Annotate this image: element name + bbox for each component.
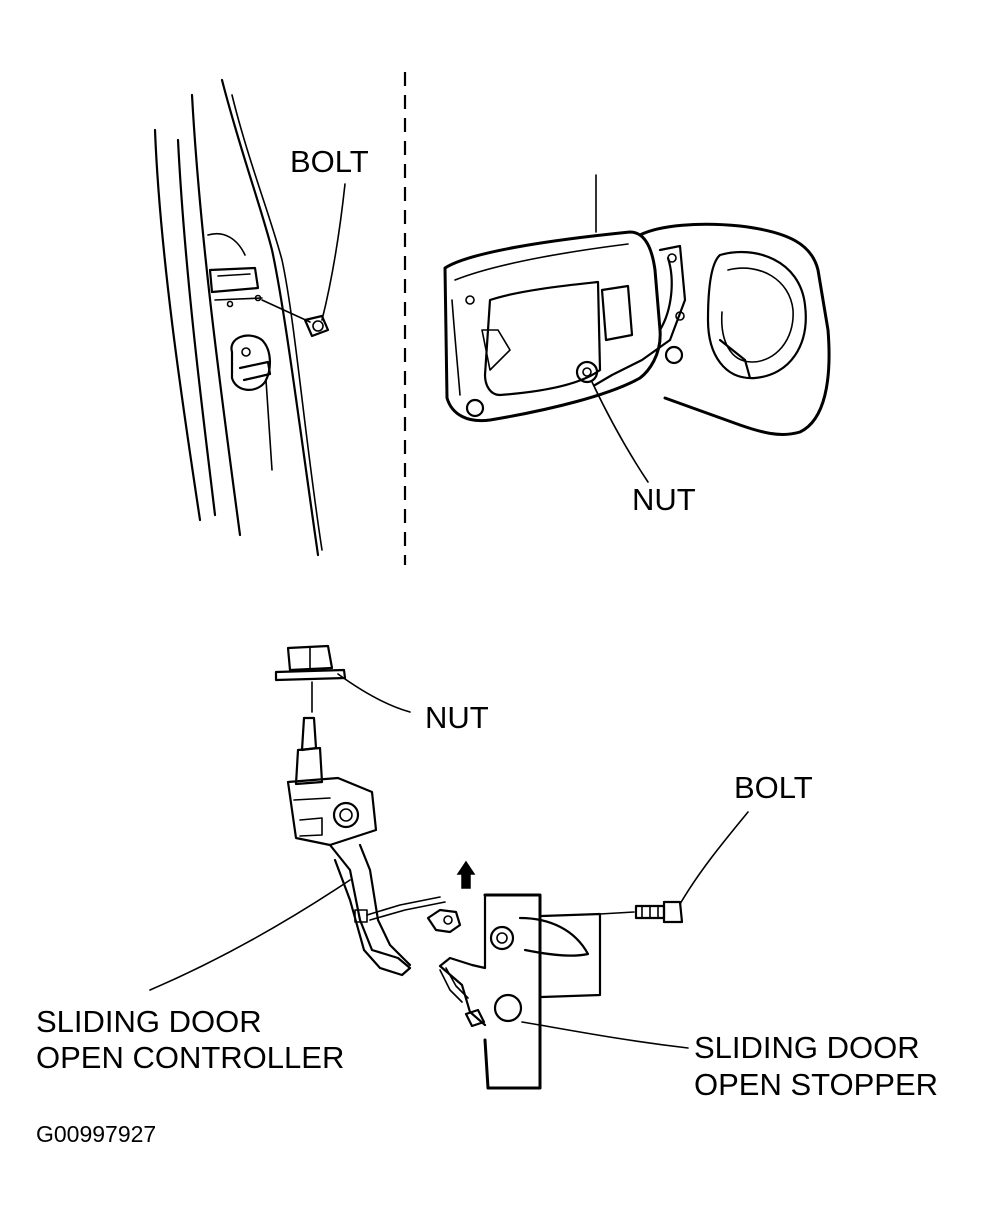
stopper-label-line2: OPEN STOPPER: [694, 1067, 938, 1102]
bolt-bottom-part: [634, 900, 684, 924]
bolt-top-label: BOLT: [290, 144, 369, 179]
controller-leader: [149, 879, 351, 991]
open-controller-part: [286, 716, 446, 977]
nut-top-leader: [591, 381, 649, 483]
bolt-bottom-leader: [679, 811, 749, 905]
bolt-bottom-label: BOLT: [734, 770, 813, 805]
bolt-alignment-bracket: [540, 912, 602, 999]
bolt-top-leader: [321, 183, 346, 321]
stopper-leader: [521, 1021, 689, 1049]
open-stopper-part: [426, 893, 590, 1090]
bolt-alignment-line: [599, 911, 635, 915]
figure-code: G00997927: [36, 1121, 156, 1147]
stopper-label-line1: SLIDING DOOR: [694, 1030, 920, 1065]
bolt-top-part: [261, 299, 330, 338]
fuel-lid-illustration: [443, 174, 831, 436]
controller-label-line2: OPEN CONTROLLER: [36, 1040, 344, 1075]
nut-top-part: [575, 360, 599, 384]
nut-bottom-leader: [337, 673, 411, 713]
controller-label-line1: SLIDING DOOR: [36, 1004, 262, 1039]
nut-bottom-part: [274, 644, 347, 682]
nut-top-label: NUT: [632, 482, 696, 517]
door-pillar-illustration: [153, 78, 323, 557]
direction-arrow-icon: [456, 860, 476, 889]
nut-bottom-label: NUT: [425, 700, 489, 735]
